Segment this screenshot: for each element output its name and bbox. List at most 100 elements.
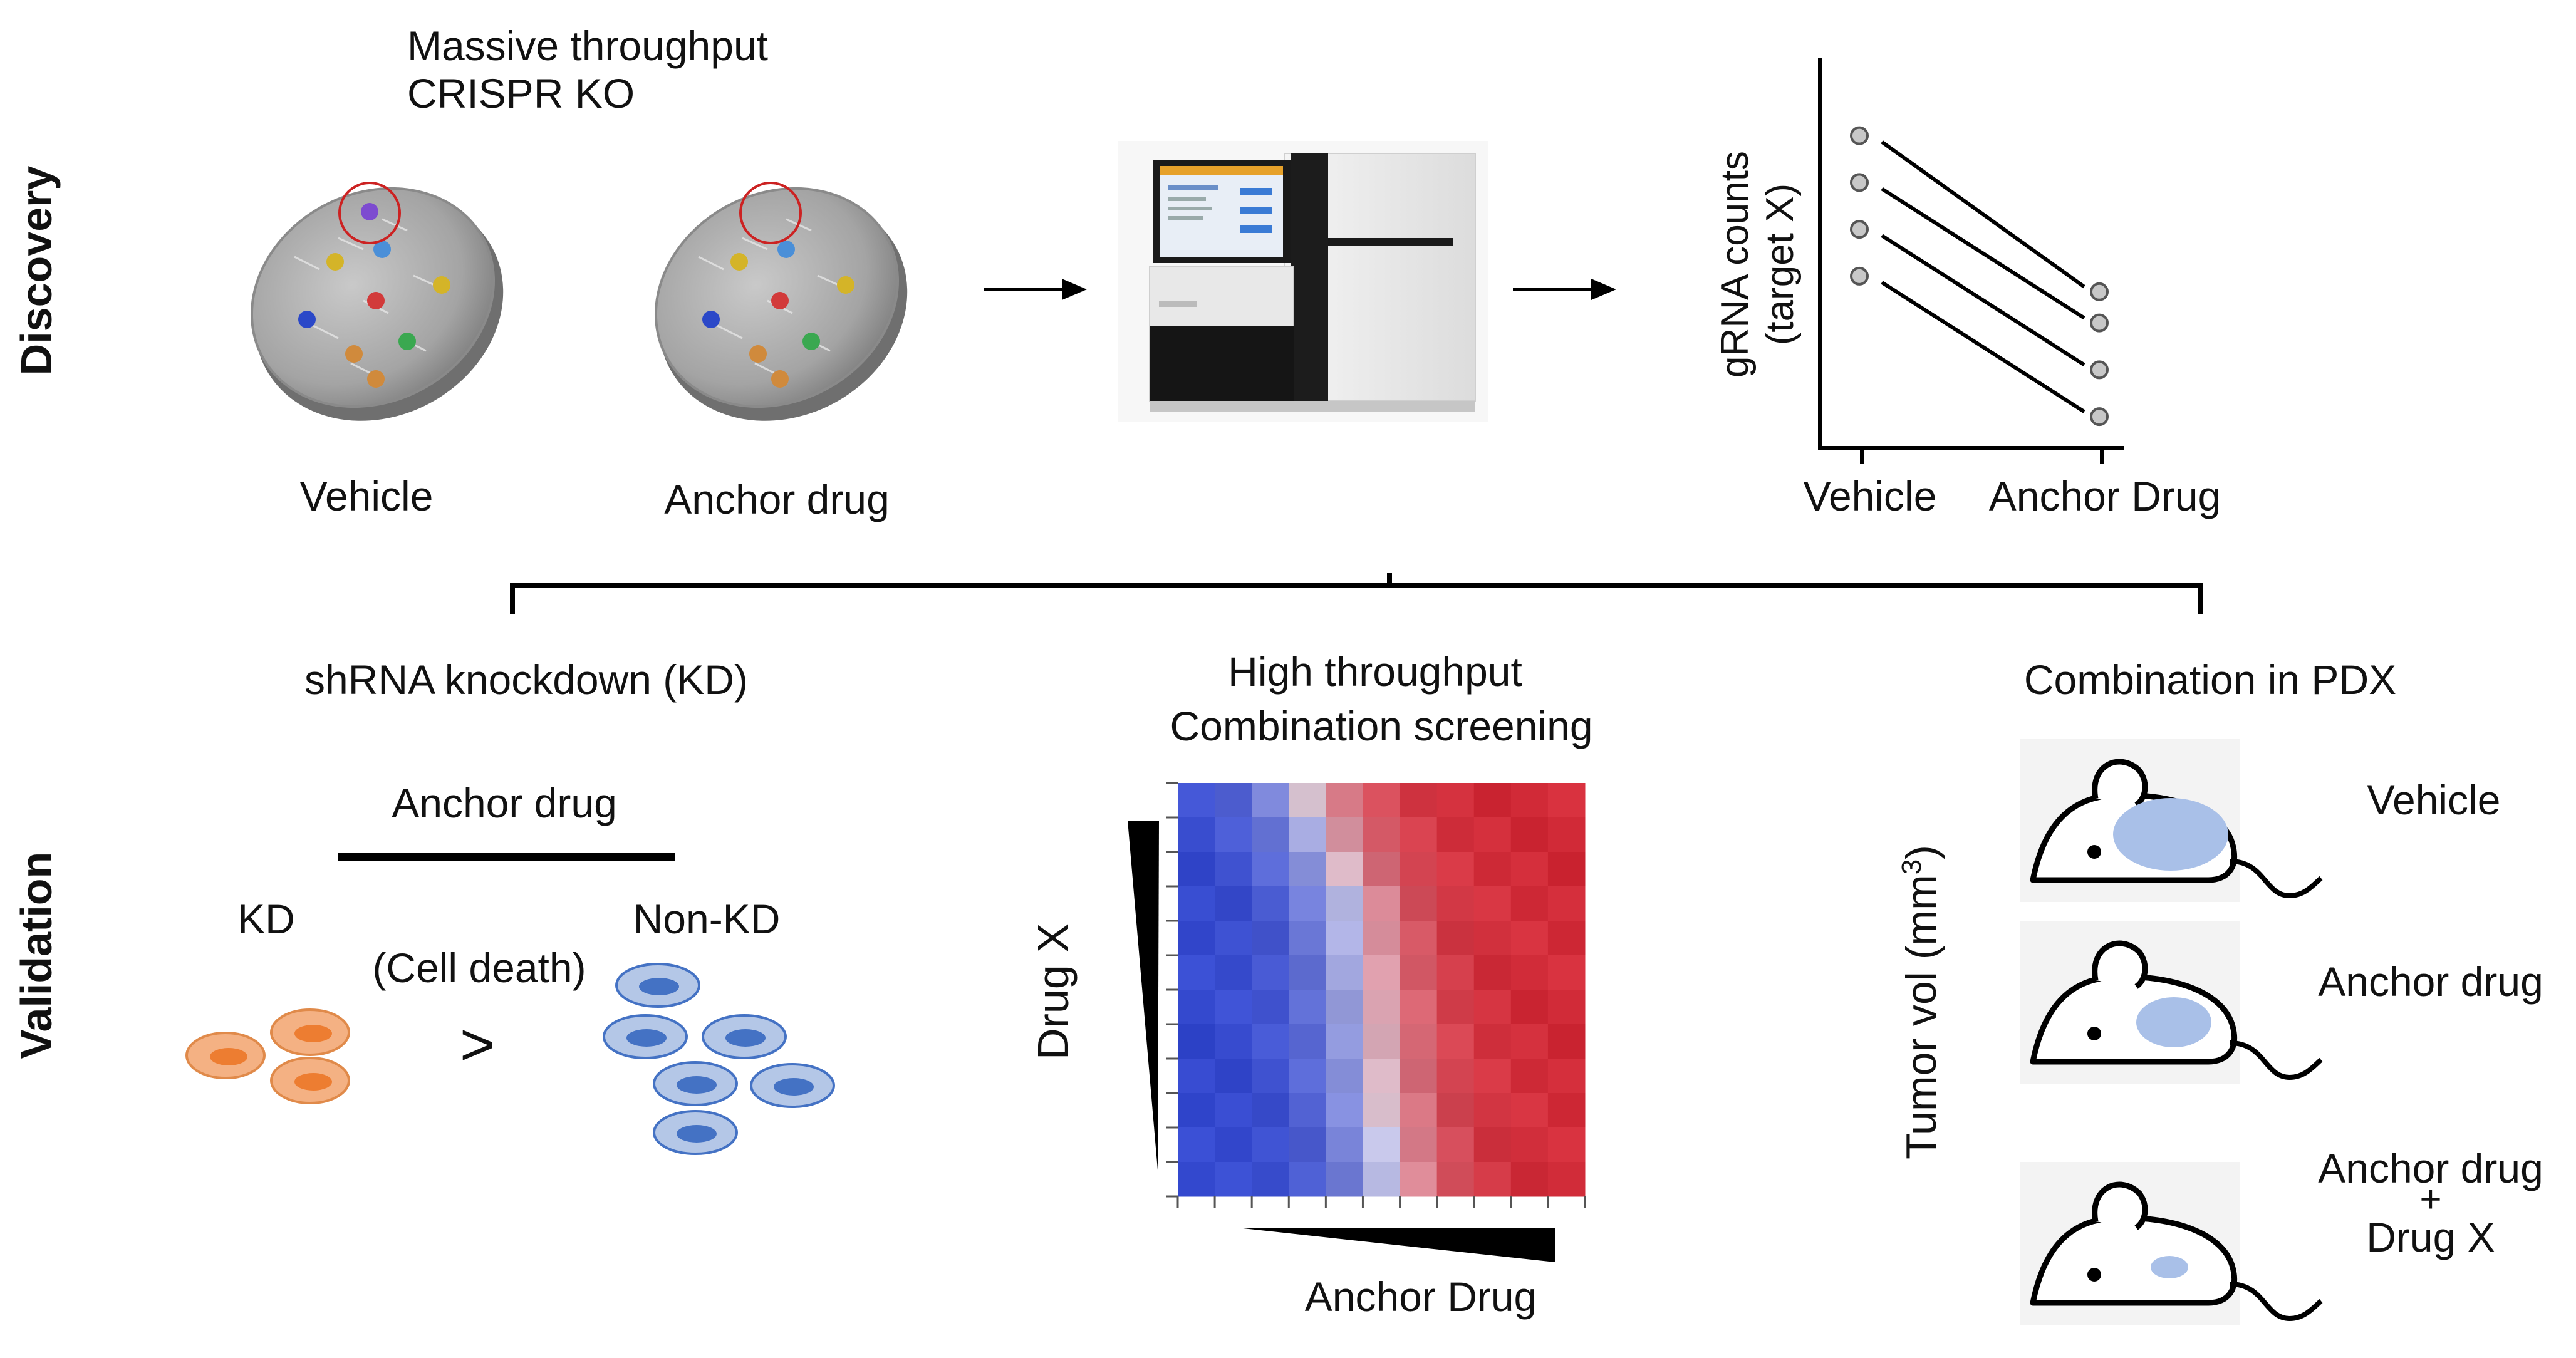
heatmap-cell [1510,783,1549,818]
nonkd-cells [603,963,835,1155]
pdx-title: Combination in PDX [2024,656,2396,703]
heatmap-cell [1252,1162,1289,1197]
grna-xlabel-vehicle: Vehicle [1804,473,1937,519]
heatmap-cell [1400,852,1438,887]
heatmap-cell [1436,1127,1475,1163]
screen-title-line1: Massive throughput [407,23,768,69]
heatmap-cell [1363,1127,1401,1163]
colony [771,370,789,388]
heatmap-cell [1252,990,1289,1025]
series-line-4 [1881,281,2085,413]
heatmap-cell [1363,955,1401,990]
nonkd-cell [750,1063,835,1108]
kd-anchor-label: Anchor drug [392,780,617,826]
heatmap-cell [1473,783,1512,818]
grna-ylabel-line2: (target X) [1758,184,1802,345]
heatmap-cell [1510,852,1549,887]
heatmap-cell [1326,1162,1363,1197]
heatmap-cell [1363,852,1401,887]
heatmap-cell [1289,990,1326,1025]
screen-title-line2: CRISPR KO [407,70,635,117]
petri-dish-anchor [654,182,908,421]
mouse3-label-line3: Drug X [2366,1214,2495,1260]
colony [361,203,378,220]
heatmap-cell [1473,1127,1512,1163]
heatmap-cell [1510,1059,1549,1094]
heatmap-cell [1215,852,1252,887]
heatmap-cell [1178,886,1215,921]
heatmap-cell [1178,852,1215,887]
heatmap-cell [1289,886,1326,921]
heatmap-cell [1547,921,1586,956]
kd-cell [270,1008,350,1056]
heatmap-cell [1326,990,1363,1025]
heatmap-cell [1215,1162,1252,1197]
heatmap-cell [1326,921,1363,956]
data-point [1850,220,1869,239]
anchor-drug-gradient-wedge [1237,1228,1555,1262]
grna-count-plot [1818,58,2124,464]
heatmap-cell [1363,921,1401,956]
kd-cell [185,1032,266,1079]
heatmap-cell [1215,783,1252,818]
mouse-vehicle [2020,739,2323,902]
heatmap-cell [1473,1024,1512,1059]
colony [298,311,316,328]
mouse3-label-line1: Anchor drug [2318,1145,2543,1191]
heatmap-cell [1326,817,1363,853]
heatmap-cell [1400,817,1438,853]
heatmap-cell [1547,817,1586,853]
heatmap-cell [1215,1093,1252,1128]
heatmap-cell [1252,783,1289,818]
grna-ylabel-line1: gRNA counts [1713,151,1757,378]
heatmap-cell [1363,1059,1401,1094]
colony [345,345,363,363]
kd-cell [270,1057,350,1104]
nonkd-cell [653,1110,738,1155]
petri-dish-vehicle [250,182,504,421]
heatmap-cell [1436,886,1475,921]
colony [777,241,795,258]
cell-death-label: (Cell death) [372,945,586,991]
heatmap-cell [1326,955,1363,990]
heatmap-cell [1215,990,1252,1025]
colony [837,276,854,294]
heatmap-cell [1473,921,1512,956]
heatmap-cell [1289,817,1326,853]
heatmap-cell [1436,1162,1475,1197]
arrow-icon [984,279,1087,300]
heatmap-cell [1178,1093,1215,1128]
heatmap-cell [1289,1024,1326,1059]
heatmap-cell [1252,886,1289,921]
data-point [1850,266,1869,286]
data-point [2090,407,2109,427]
heatmap-cell [1547,1059,1586,1094]
heatmap-cell [1473,1093,1512,1128]
colony [367,292,385,309]
mouse3-label-line2: + [2419,1178,2441,1220]
heatmap-cell [1473,1059,1512,1094]
heatmap-cell [1473,1162,1512,1197]
heatmap-cell [1510,990,1549,1025]
heatmap-cell [1400,783,1438,818]
nonkd-cell [653,1061,738,1106]
heatmap-cell [1510,1162,1549,1197]
heatmap-cell [1473,817,1512,853]
heatmap-cell [1436,817,1475,853]
heatmap-cell [1289,783,1326,818]
heatmap-cell [1178,817,1215,853]
heatmap-cell [1400,886,1438,921]
heatmap-cell [1547,955,1586,990]
colony [802,333,820,350]
kd-label: KD [237,896,295,942]
heatmap-cell [1510,1127,1549,1163]
nonkd-label: Non-KD [633,896,781,942]
heatmap-cell [1326,1024,1363,1059]
dish-vehicle-label: Vehicle [300,473,434,519]
mouse-anchor-drug [2020,921,2323,1084]
mouse1-label: Vehicle [2367,777,2501,823]
heatmap-cell [1326,1127,1363,1163]
colony [730,253,748,271]
